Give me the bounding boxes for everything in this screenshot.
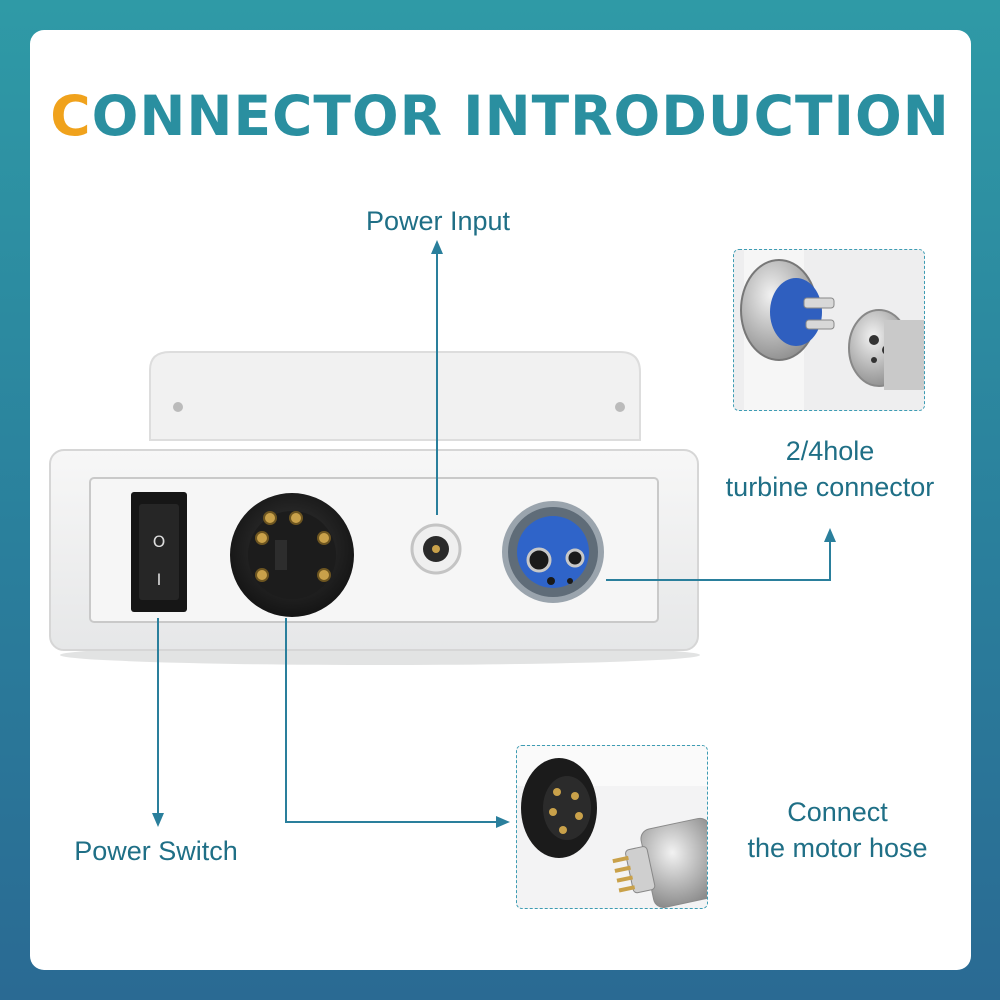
motor-pin xyxy=(317,568,331,582)
device-handle xyxy=(149,351,641,441)
power-input-arrowhead xyxy=(431,240,443,254)
motor-pin xyxy=(289,511,303,525)
jack-pin xyxy=(432,545,440,553)
motor-connector-face xyxy=(248,511,336,599)
power-switch-label: Power Switch xyxy=(74,836,238,866)
motor-pin xyxy=(317,531,331,545)
motor-label-line2: the motor hose xyxy=(747,833,928,863)
turbine-hole xyxy=(565,548,585,568)
page-title: CONNECTOR INTRODUCTION xyxy=(0,84,1000,148)
switch-mark-off: O xyxy=(153,532,166,551)
turbine-arrowhead xyxy=(824,528,836,542)
turbine-label-line1: 2/4hole xyxy=(785,436,875,466)
title-rest: ONNECTOR INTRODUCTION xyxy=(91,84,950,148)
motor-hose-photo xyxy=(516,745,708,909)
motor-pin xyxy=(255,531,269,545)
turbine-callout-line xyxy=(606,540,831,581)
title-first-letter: C xyxy=(50,84,92,148)
turbine-connector-label: 2/4hole turbine connector xyxy=(700,433,960,505)
motor-pin xyxy=(255,568,269,582)
motor-hose-label: Connect the motor hose xyxy=(725,794,950,866)
turbine-connector-photo xyxy=(733,249,925,411)
power-switch-arrowhead xyxy=(152,813,164,827)
switch-rocker xyxy=(139,504,179,600)
motor-pin xyxy=(263,511,277,525)
motor-key xyxy=(275,540,287,570)
screw xyxy=(173,402,183,412)
turbine-hole-small xyxy=(547,577,555,585)
switch-mark-on: I xyxy=(157,570,162,589)
motor-arrowhead xyxy=(496,816,510,828)
motor-callout-line xyxy=(285,618,498,823)
turbine-hole xyxy=(526,547,552,573)
screw xyxy=(615,402,625,412)
turbine-label-line2: turbine connector xyxy=(725,472,935,502)
turbine-hole-small xyxy=(567,578,573,584)
power-input-label: Power Input xyxy=(365,206,511,236)
motor-label-line1: Connect xyxy=(787,797,888,827)
